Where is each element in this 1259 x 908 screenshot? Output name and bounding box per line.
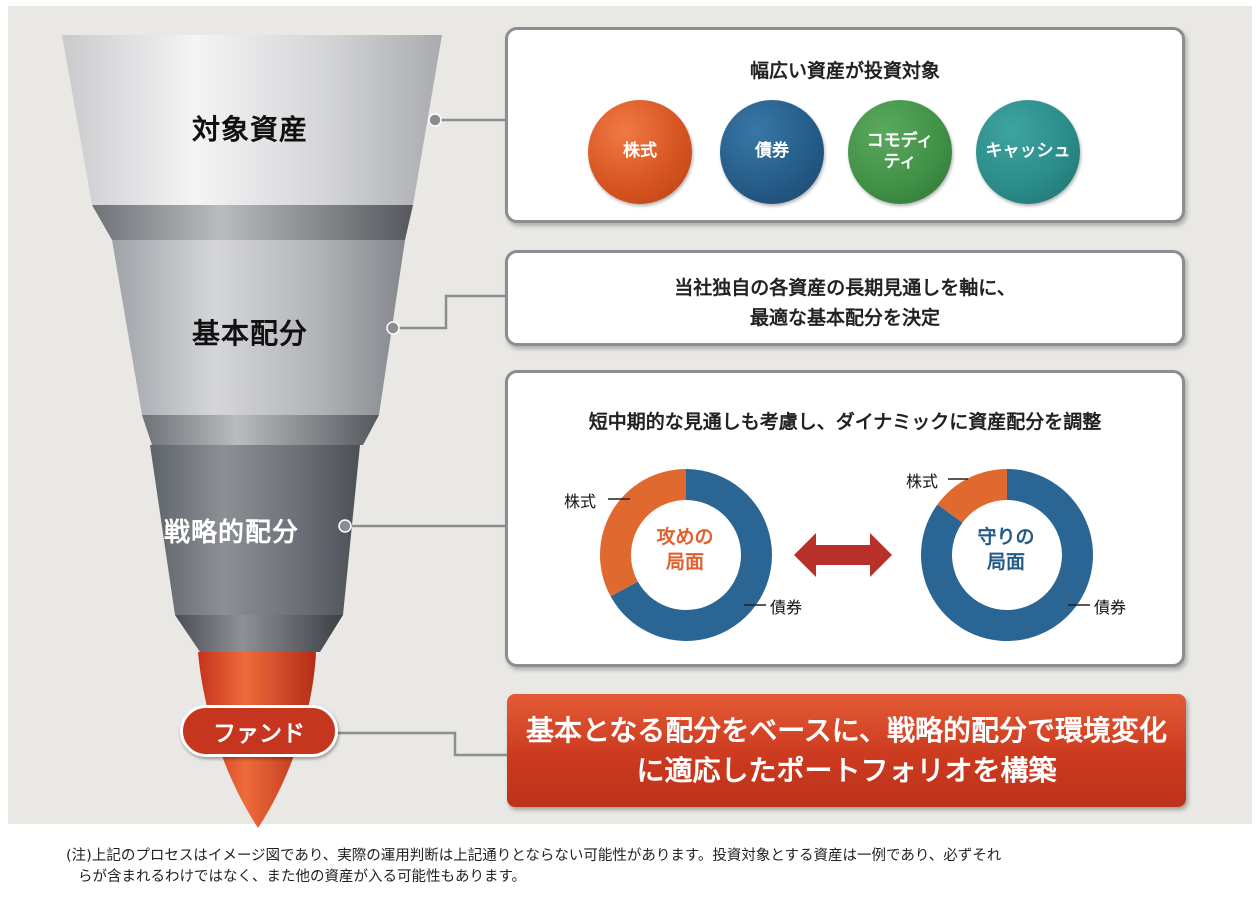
offense-bond-label: 債券 bbox=[770, 598, 803, 617]
result-box: 基本となる配分をベースに、戦略的配分で環境変化 に適応したポートフォリオを構築 bbox=[507, 694, 1186, 807]
target-assets-card: 幅広い資産が投資対象 株式 債券 コモディ ティ キャッシュ bbox=[505, 27, 1185, 223]
asset-circle-stocks: 株式 bbox=[588, 100, 692, 204]
asset-label-cash: キャッシュ bbox=[985, 141, 1071, 162]
funnel-stage-3-shape bbox=[150, 445, 360, 615]
offense-donut bbox=[600, 469, 772, 641]
defense-center-label: 守りの 局面 bbox=[961, 525, 1051, 574]
funnel-ring-1 bbox=[92, 205, 413, 240]
offense-center-line2: 局面 bbox=[665, 550, 704, 573]
defense-donut bbox=[921, 469, 1093, 641]
footnote-line1: (注)上記のプロセスはイメージ図であり、実際の運用判断は上記通りとならない可能性… bbox=[66, 848, 1002, 864]
bond-segment bbox=[610, 469, 772, 641]
asset-circle-cash: キャッシュ bbox=[976, 100, 1080, 204]
asset-label-stocks: 株式 bbox=[623, 141, 657, 162]
funnel-stage-1-shape bbox=[62, 35, 442, 205]
stage-label-strategic-allocation: 戦略的配分 bbox=[164, 518, 300, 548]
funnel-ring-2 bbox=[142, 415, 379, 445]
defense-center-line1: 守りの bbox=[977, 526, 1035, 548]
funnel-stage-2-shape bbox=[112, 240, 405, 415]
offense-center-label: 攻めの 局面 bbox=[640, 525, 730, 574]
funnel-ring-3 bbox=[175, 615, 343, 652]
target-assets-title: 幅広い資産が投資対象 bbox=[749, 60, 940, 82]
stage-label-target-assets: 対象資産 bbox=[192, 113, 309, 146]
connector-dot-2 bbox=[386, 321, 400, 335]
footnote-line2: らが含まれるわけではなく、また他の資産が入る可能性もあります。 bbox=[78, 869, 527, 886]
result-line1: 基本となる配分をベースに、戦略的配分で環境変化 bbox=[526, 714, 1167, 748]
offense-center-line1: 攻めの bbox=[656, 526, 714, 548]
strategic-allocation-card: 短中期的な見通しも考慮し、ダイナミックに資産配分を調整 攻めの 局面 守りの 局… bbox=[505, 370, 1185, 667]
fund-badge: ファンド bbox=[180, 705, 338, 757]
allocation-donuts bbox=[600, 469, 1093, 641]
stage-label-basic-allocation: 基本配分 bbox=[192, 317, 309, 350]
defense-bond-label: 債券 bbox=[1094, 598, 1127, 617]
asset-circle-commodities: コモディ ティ bbox=[848, 100, 952, 204]
result-line2: に適応したポートフォリオを構築 bbox=[636, 753, 1057, 787]
connector-dot-3 bbox=[338, 519, 352, 533]
footnote: (注)上記のプロセスはイメージ図であり、実際の運用判断は上記通りとならない可能性… bbox=[66, 846, 1206, 888]
stock-segment bbox=[600, 469, 686, 597]
strategic-allocation-title: 短中期的な見通しも考慮し、ダイナミックに資産配分を調整 bbox=[588, 411, 1102, 433]
defense-center-line2: 局面 bbox=[986, 550, 1025, 573]
basic-allocation-line2: 最適な基本配分を決定 bbox=[749, 307, 940, 329]
double-arrow bbox=[794, 533, 892, 577]
basic-allocation-card: 当社独自の各資産の長期見通しを軸に、 最適な基本配分を決定 bbox=[505, 250, 1185, 346]
basic-allocation-line1: 当社独自の各資産の長期見通しを軸に、 bbox=[674, 277, 1016, 299]
defense-stock-label: 株式 bbox=[906, 472, 939, 491]
bond-segment bbox=[921, 469, 1093, 641]
offense-stock-label: 株式 bbox=[564, 492, 597, 511]
connector-dot-1 bbox=[428, 113, 442, 127]
asset-label-bonds: 債券 bbox=[755, 141, 789, 162]
asset-label-commodities: コモディ ティ bbox=[866, 130, 934, 172]
asset-circle-bonds: 債券 bbox=[720, 100, 824, 204]
connector-lines bbox=[338, 118, 507, 757]
stock-segment bbox=[937, 469, 1007, 523]
